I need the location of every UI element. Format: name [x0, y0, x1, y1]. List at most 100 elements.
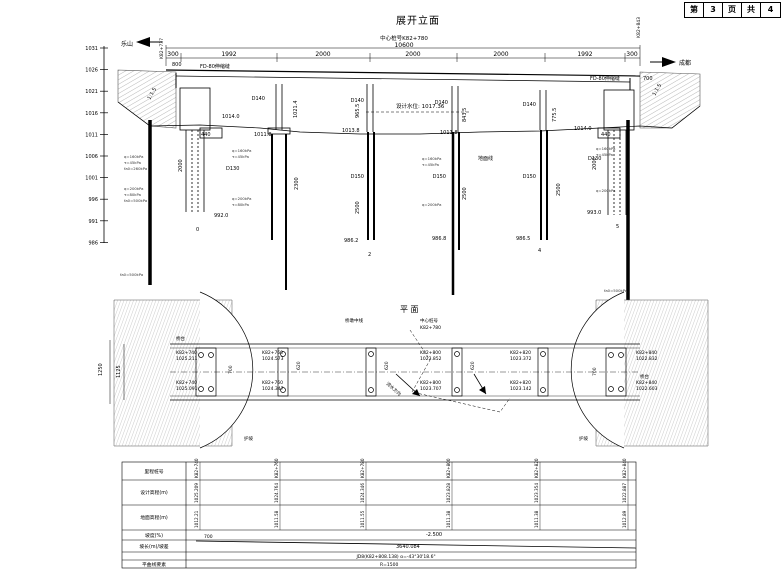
right-abutment: [597, 89, 635, 300]
svg-text:fa0=500kPa: fa0=500kPa: [124, 198, 147, 203]
svg-text:q=200kPa: q=200kPa: [232, 196, 251, 201]
ground-line-label: 地面线: [478, 155, 493, 162]
table-row-label: 坡长(m)/坡差: [139, 543, 168, 550]
pier-4-pile: D150: [523, 174, 536, 180]
plan-station-bottom: K82+800: [420, 380, 441, 386]
left-embankment: [117, 69, 177, 129]
scale-label: 1026: [85, 68, 98, 74]
scale-label: 1021: [85, 89, 98, 95]
scale-label: 991: [88, 219, 98, 225]
plan-station-top: K82+800: [420, 350, 441, 356]
svg-text:τ=80kPa: τ=80kPa: [124, 192, 141, 197]
svg-text:q=200kPa: q=200kPa: [124, 186, 143, 191]
table-station: K82+820: [534, 458, 539, 478]
plan-elev-top: 1024.573: [262, 356, 284, 362]
table-design-elev: 1023.354: [534, 483, 539, 503]
pier-1-pile-length: 2300: [294, 177, 300, 190]
right-pile-length: 2000: [592, 157, 598, 170]
dimension-chain: [165, 45, 641, 66]
elevation-title: 展开立面: [396, 16, 440, 27]
left-cone-arc: [199, 291, 254, 449]
svg-text:FD-80伸缩缝: FD-80伸缩缝: [590, 75, 620, 82]
center-station-label: 中心桩号K82+780: [380, 34, 428, 42]
pier-2-dia: D140: [351, 98, 364, 104]
plan-title: 平 面: [400, 305, 419, 314]
svg-text:2000: 2000: [493, 51, 508, 58]
left-d130: D130: [226, 166, 239, 172]
scale-label: 1016: [85, 111, 98, 117]
right-cap-elev: 1014.0: [574, 126, 592, 132]
pier-2-pile-length: 2500: [355, 201, 361, 214]
svg-text:τ=45kPa: τ=45kPa: [124, 160, 141, 165]
svg-text:2000: 2000: [315, 51, 330, 58]
axis-2: 2: [368, 252, 371, 258]
pier-2-pile: D150: [351, 174, 364, 180]
plan-piers: [195, 347, 627, 397]
pier-3-dia: D140: [435, 100, 448, 106]
table-left-value: 700: [204, 534, 213, 540]
table-station: K82+760: [274, 458, 279, 478]
grade-value: -2.500: [426, 532, 442, 538]
pier-1-cap-elev: 1011.8: [254, 132, 272, 138]
pier-3-pile-length: 2500: [462, 187, 468, 200]
scale-label: 1001: [85, 176, 98, 182]
plan-elev-top: 1022.832: [636, 356, 658, 362]
svg-text:700: 700: [228, 365, 234, 374]
axis-5: 5: [616, 224, 619, 230]
svg-text:中心桩号: 中心桩号: [420, 317, 438, 324]
table-design-elev: 1022.887: [622, 483, 627, 503]
svg-text:700: 700: [592, 367, 598, 376]
plan-elev-top: 1025.211: [176, 356, 198, 362]
svg-text:300: 300: [167, 51, 179, 58]
pier-2-tip: 986.2: [344, 238, 358, 244]
pier-3-height: 843.5: [462, 108, 468, 122]
plan-width-dims: 1250 1125: [98, 340, 125, 404]
table-ground-elev: 1012.21: [194, 510, 199, 528]
bridge-deck: FD-80伸缩缝 FD-80伸缩缝 800 700: [165, 62, 653, 90]
svg-text:620: 620: [296, 361, 302, 370]
scale-label: 986: [88, 240, 98, 246]
table-ground-elev: 1011.38: [446, 510, 451, 528]
plan-station-bottom: K82+740: [176, 380, 197, 386]
svg-text:q=160kPa: q=160kPa: [422, 156, 441, 161]
svg-text:乐山: 乐山: [121, 40, 133, 48]
plan-elev-bottom: 1024.347: [262, 386, 284, 392]
direction-left: 乐山: [121, 37, 162, 48]
svg-text:620: 620: [470, 361, 476, 370]
plan-station-bottom: K82+840: [636, 380, 657, 386]
plan-abut-tag: 桥台: [176, 335, 185, 342]
total-prefix: 共: [741, 2, 761, 18]
left-abutment: [148, 87, 223, 285]
axis-4: 4: [538, 248, 541, 254]
plan-elev-top: 1023.852: [420, 356, 442, 362]
svg-text:1992: 1992: [577, 51, 592, 58]
ground-line: [117, 101, 701, 135]
table-columns: K82+7401025.2091012.21K82+7601024.764101…: [194, 458, 629, 530]
right-pile-tip: 993.0: [587, 210, 601, 216]
svg-text:q=200kPa: q=200kPa: [422, 202, 441, 207]
curve-radius: R=1500: [380, 562, 398, 568]
svg-text:桥墩中线: 桥墩中线: [345, 317, 363, 324]
left-slope-tag: 护坡: [244, 435, 253, 442]
plan-station-top: K82+820: [510, 350, 531, 356]
scale-label: 1006: [85, 154, 98, 160]
left-pile-tip: 992.0: [214, 213, 228, 219]
plan-station-top: K82+760: [262, 350, 283, 356]
table-row-label: 设计高程(m): [140, 489, 168, 496]
svg-text:700: 700: [643, 76, 653, 82]
axis-0: 0: [196, 227, 199, 233]
svg-text:800: 800: [172, 62, 182, 68]
pier-4-tip: 986.5: [516, 236, 530, 242]
pier-4-dia: D140: [523, 102, 536, 108]
svg-text:fa0=260kPa: fa0=260kPa: [124, 166, 147, 171]
direction-right: 成都: [650, 57, 691, 67]
svg-text:K82+780: K82+780: [420, 325, 441, 331]
right-cap-width: 440: [601, 132, 611, 138]
pier-2: [366, 84, 375, 240]
span-dim-labels: 300 1992 2000 2000 2000 1992 300: [167, 51, 638, 58]
table-row-label: 里程桩号: [144, 468, 163, 475]
plan-station-bottom: K82+760: [262, 380, 283, 386]
plan-station-top: K82+740: [176, 350, 197, 356]
